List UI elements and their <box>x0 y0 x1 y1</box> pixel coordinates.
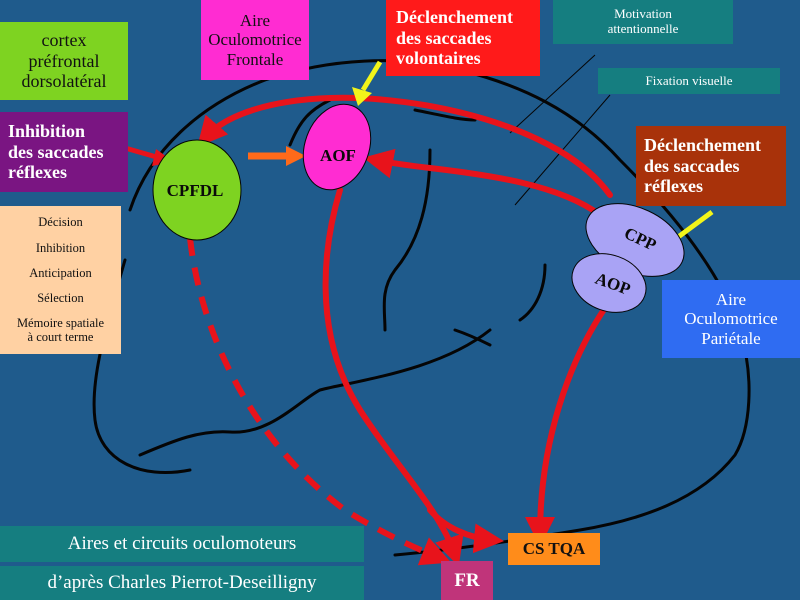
label-cortex-prefrontal: cortex préfrontal dorsolatéral <box>0 22 128 100</box>
label-reflexes-line: Déclenchement <box>644 134 761 155</box>
node-aof-label: AOF <box>320 146 356 165</box>
inhibition-arrow-shaft <box>124 145 161 161</box>
node-cs-tqa: CS TQA <box>508 533 600 565</box>
label-aire-oculomotrice-parietale: Aire Oculomotrice Pariétale <box>662 280 800 358</box>
yellow-arrow-volontaires-head <box>352 87 372 106</box>
label-aof-line: Frontale <box>226 49 284 69</box>
function-item: Inhibition <box>35 240 86 255</box>
function-item: Mémoire spatiale <box>16 315 105 330</box>
node-fr: FR <box>441 561 493 600</box>
node-aof: AOF <box>302 103 372 191</box>
sylvian-fissure <box>138 328 492 457</box>
sulcus-right <box>413 108 477 122</box>
node-aop-shape <box>571 253 647 313</box>
label-inhibition-line: réflexes <box>8 162 67 183</box>
label-motivation-line: attentionnelle <box>607 21 679 36</box>
caption-title: Aires et circuits oculomoteurs <box>0 526 364 562</box>
caption-title-text: Aires et circuits oculomoteurs <box>67 533 297 555</box>
caption-author-text: d’après Charles Pierrot-Deseilligny <box>47 572 317 594</box>
label-reflexes-line: des saccades <box>644 155 740 176</box>
function-item-memoire: Mémoire spatiale à court terme <box>17 316 104 345</box>
node-aop: AOP <box>571 253 647 313</box>
arrow-cpp-to-aof <box>363 148 603 218</box>
label-declenchement-volontaires: Déclenchement des saccades volontaires <box>386 0 540 76</box>
function-item: Anticipation <box>29 265 92 280</box>
label-functions-list: Décision Inhibition Anticipation Sélecti… <box>0 206 121 354</box>
label-volontaires-line: Déclenchement <box>396 6 513 27</box>
motivation-pointer <box>509 54 596 134</box>
label-cortex-line: dorsolatéral <box>21 71 107 92</box>
label-fixation-visuelle: Fixation visuelle <box>598 68 780 94</box>
caption-author: d’après Charles Pierrot-Deseilligny <box>0 566 364 600</box>
node-aof-shape <box>302 103 372 191</box>
orange-arrow-head <box>286 146 306 166</box>
arrow-aop-to-cstqa <box>525 305 608 547</box>
red-pathways <box>197 94 613 567</box>
arrow-cpp-to-cpfdl <box>197 94 613 198</box>
node-cpfdl-label: CPFDL <box>167 181 224 200</box>
label-cortex-line: cortex <box>41 29 87 50</box>
label-aof-line: Oculomotrice <box>208 30 302 50</box>
label-inhibition-line: des saccades <box>8 141 104 162</box>
function-item: à court terme <box>27 330 94 345</box>
arrow-cpfdl-dashed-to-fr <box>187 237 452 566</box>
orange-arrow <box>248 146 306 166</box>
label-aof-line: Aire <box>239 10 271 30</box>
label-reflexes-line: réflexes <box>644 176 703 197</box>
node-cpfdl: CPFDL <box>152 139 242 241</box>
sulcus-small <box>453 328 492 347</box>
yellow-arrow-volontaires-shaft <box>360 60 383 92</box>
label-cortex-line: préfrontal <box>28 50 100 71</box>
label-motivation-attentionnelle: Motivation attentionnelle <box>553 0 733 44</box>
label-aop-line: Pariétale <box>701 328 761 348</box>
node-fr-label: FR <box>454 569 480 591</box>
label-fixation-text: Fixation visuelle <box>645 72 733 88</box>
label-aire-oculomotrice-frontale: Aire Oculomotrice Frontale <box>201 0 309 80</box>
central-sulcus <box>382 148 432 332</box>
label-aop-line: Oculomotrice <box>684 309 778 329</box>
label-motivation-line: Motivation <box>614 6 672 22</box>
function-item: Sélection <box>37 290 84 305</box>
label-inhibition-saccades-reflexes: Inhibition des saccades réflexes <box>0 112 128 192</box>
label-volontaires-line: volontaires <box>396 48 481 69</box>
label-inhibition-line: Inhibition <box>8 120 86 141</box>
arrow-aof-to-fr <box>322 187 464 567</box>
node-cpfdl-shape <box>152 139 242 241</box>
sulcus-upper <box>288 98 332 147</box>
label-volontaires-line: des saccades <box>396 27 492 48</box>
label-aop-line: Aire <box>715 289 747 309</box>
sulcus-mid <box>518 263 547 322</box>
arrow-aof-to-cstqa <box>427 507 504 554</box>
node-cs-tqa-label: CS TQA <box>522 539 586 559</box>
function-item: Décision <box>38 215 83 230</box>
label-declenchement-reflexes: Déclenchement des saccades réflexes <box>636 126 786 206</box>
